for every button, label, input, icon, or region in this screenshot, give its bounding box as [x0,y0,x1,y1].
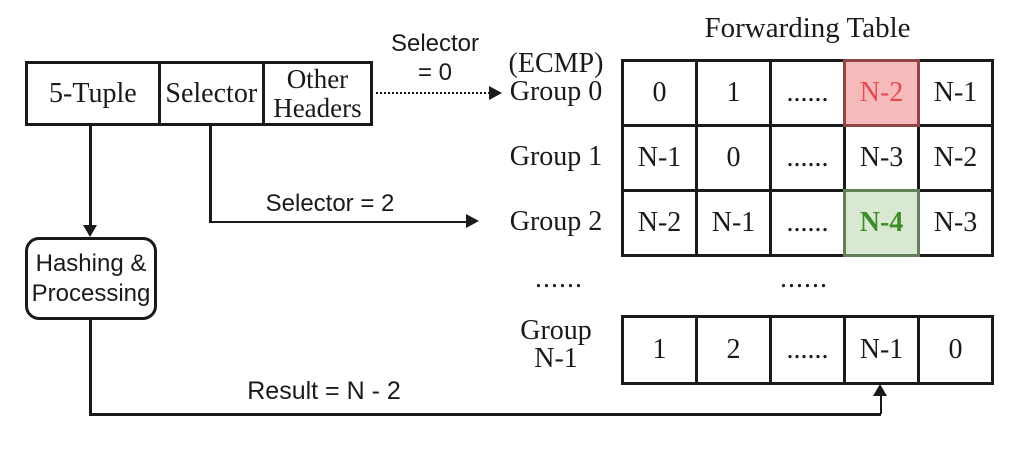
table-cell: N-2 [917,124,994,192]
table-cell-highlight-red: N-2 [843,59,920,127]
table-cell: N-1 [843,315,920,385]
forwarding-table-title: Forwarding Table [704,12,911,44]
group-label-2: Group 2 [509,206,603,237]
table-row-group1: N-1 0 ...... N-3 N-2 [621,124,994,192]
table-cell: 0 [917,315,994,385]
table-cell: N-1 [917,59,994,127]
selector0-arrowhead-icon [489,86,502,100]
packet-field-other-headers: Other Headers [261,64,370,123]
table-cell: 0 [695,124,772,192]
table-cell: 2 [695,315,772,385]
result-arrow-vline-right [879,396,882,414]
table-cell: 0 [621,59,698,127]
result-arrowhead-icon [873,384,887,396]
table-cell: N-1 [621,124,698,192]
group-label-n1-line2: N-1 [534,343,578,374]
hash-input-arrowhead-icon [83,225,97,237]
selector0-label: Selector = 0 [380,30,490,88]
table-cell: N-2 [621,189,698,257]
table-cell: N-1 [695,189,772,257]
packet-field-5tuple: 5-Tuple [49,77,137,109]
result-arrow-vline-left [89,320,92,415]
group-label-n1: Group N-1 [494,317,618,373]
ellipsis-left: ...... [535,263,583,294]
group-label-0-line1: (ECMP) [508,48,604,79]
selector2-arrow-vline [209,126,212,222]
group-label-0-line2: Group 0 [509,76,603,107]
table-cell: 1 [621,315,698,385]
selector2-label: Selector = 2 [265,190,395,217]
hashing-box-line1: Hashing & [35,250,147,278]
group-label-0: (ECMP) Group 0 [494,50,618,106]
table-cell: ...... [769,189,846,257]
table-row-group-n1: 1 2 ...... N-1 0 [621,315,994,385]
group-label-1: Group 1 [509,141,603,172]
table-cell: ...... [769,315,846,385]
selector0-dotted-arrow-line [376,92,490,94]
table-cell: ...... [769,59,846,127]
forwarding-table: 0 1 ...... N-2 N-1 N-1 0 ...... N-3 N-2 … [621,59,994,257]
selector2-arrowhead-icon [466,214,479,228]
table-cell: ...... [769,124,846,192]
packet-field-selector: Selector [157,64,262,123]
table-row-group2: N-2 N-1 ...... N-4 N-3 [621,189,994,257]
result-arrow-hline [89,413,881,416]
packet-header-box: 5-Tuple Selector Other Headers [25,61,373,126]
result-label: Result = N - 2 [247,377,401,405]
table-cell: N-3 [917,189,994,257]
table-cell-highlight-green: N-4 [843,189,920,257]
selector0-label-line2: = 0 [417,58,453,86]
table-row-group0: 0 1 ...... N-2 N-1 [621,59,994,127]
group-label-n1-line1: Group [520,315,592,346]
table-cell: N-3 [843,124,920,192]
selector0-label-line1: Selector [390,30,480,57]
hashing-processing-box: Hashing & Processing [25,237,157,320]
hash-input-arrow-line [89,126,92,225]
selector2-arrow-hline [209,220,467,223]
table-cell: 1 [695,59,772,127]
ellipsis-center: ...... [780,263,828,294]
hashing-box-line2: Processing [31,279,151,307]
forwarding-table-group-n1: 1 2 ...... N-1 0 [621,315,994,385]
